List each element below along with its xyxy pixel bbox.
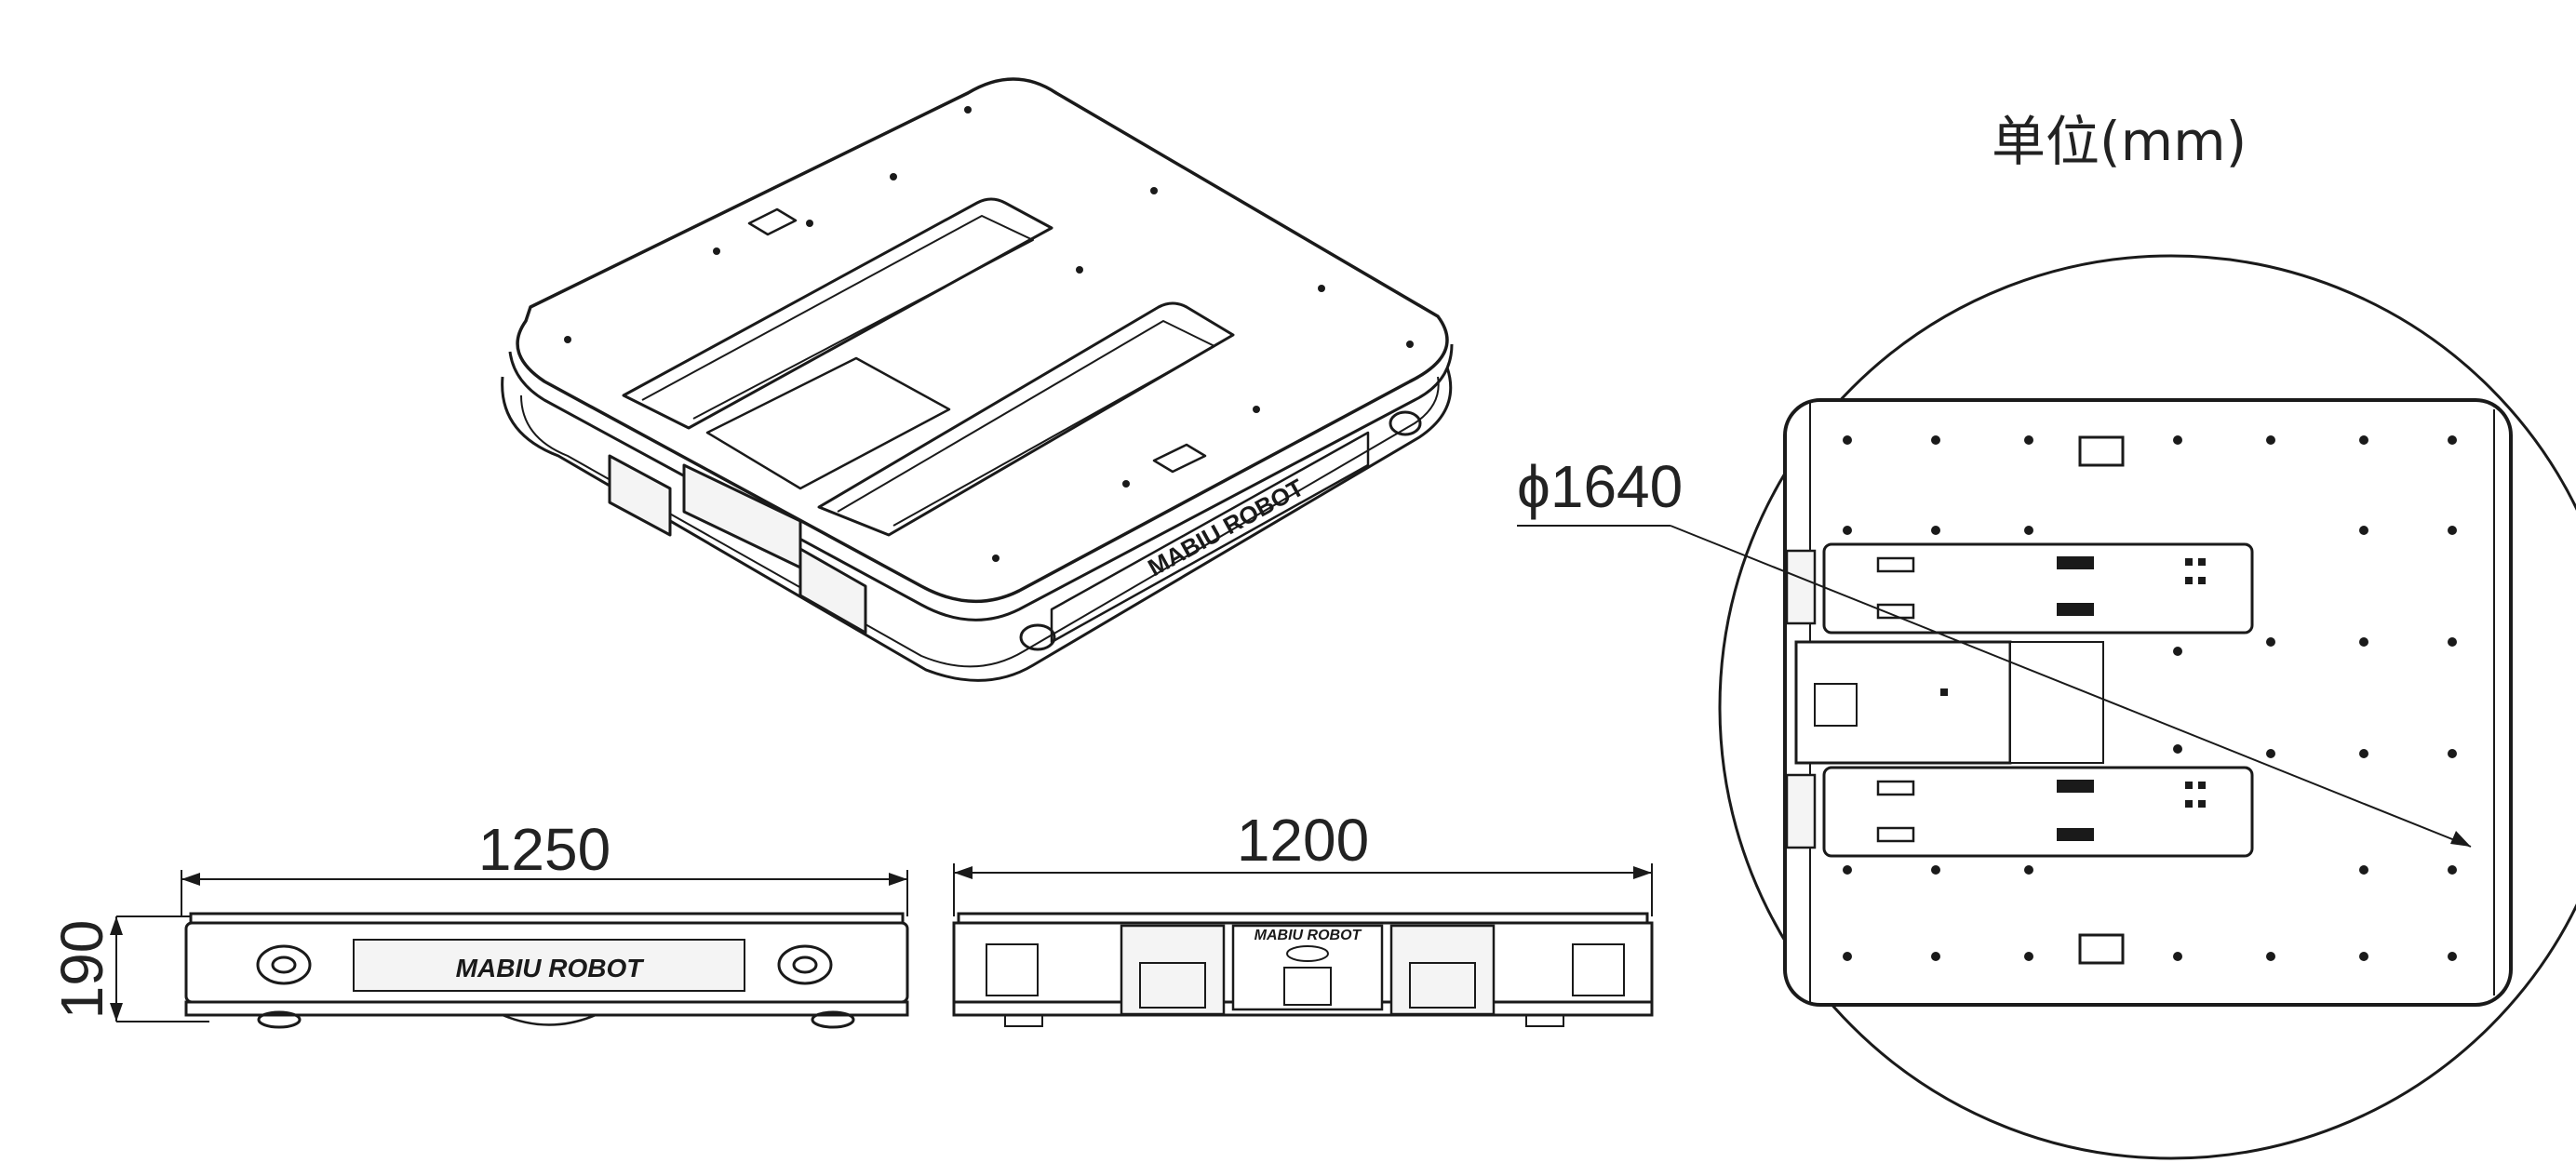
top-view-circle: ϕ1640 [1517,254,2576,1160]
top-view-holes [1843,435,2457,961]
channel-right [817,301,1235,537]
dim-length-label: 1250 [478,816,610,883]
side-lug-right [777,944,833,985]
isometric-view: MABIU ROBOT [501,77,1454,682]
brand-label-side: MABIU ROBOT [456,954,646,982]
front-module-left [608,454,672,537]
lug-side [1389,410,1422,436]
front-view-module-right [1389,924,1496,1016]
front-view-module-left [1120,924,1226,1016]
front-module-right [798,547,867,635]
diameter-leader [1670,525,2472,848]
side-lug-left [256,944,312,985]
cutout-top [2078,435,2125,467]
top-channel-lower [1822,766,2254,858]
front-view-width: 1200 MABIU ROBOT [952,807,1654,1027]
top-plate [516,77,1449,604]
plate-holes [564,106,1414,562]
lug-front [1019,623,1056,651]
unit-label: 单位(mm) [1992,110,2247,173]
brand-label-front: MABIU ROBOT [1254,928,1362,943]
cutout-bottom [2078,933,2125,965]
top-channel-upper [1822,542,2254,635]
dim-width-label: 1200 [1237,807,1369,874]
turning-circle [1718,254,2576,1160]
channel-left [622,197,1053,430]
side-view-length: 1250 190 MABIU ROBOT [48,816,909,1029]
dim-height-label: 190 [48,920,115,1020]
dim-diameter-label: ϕ1640 [1517,453,1683,520]
